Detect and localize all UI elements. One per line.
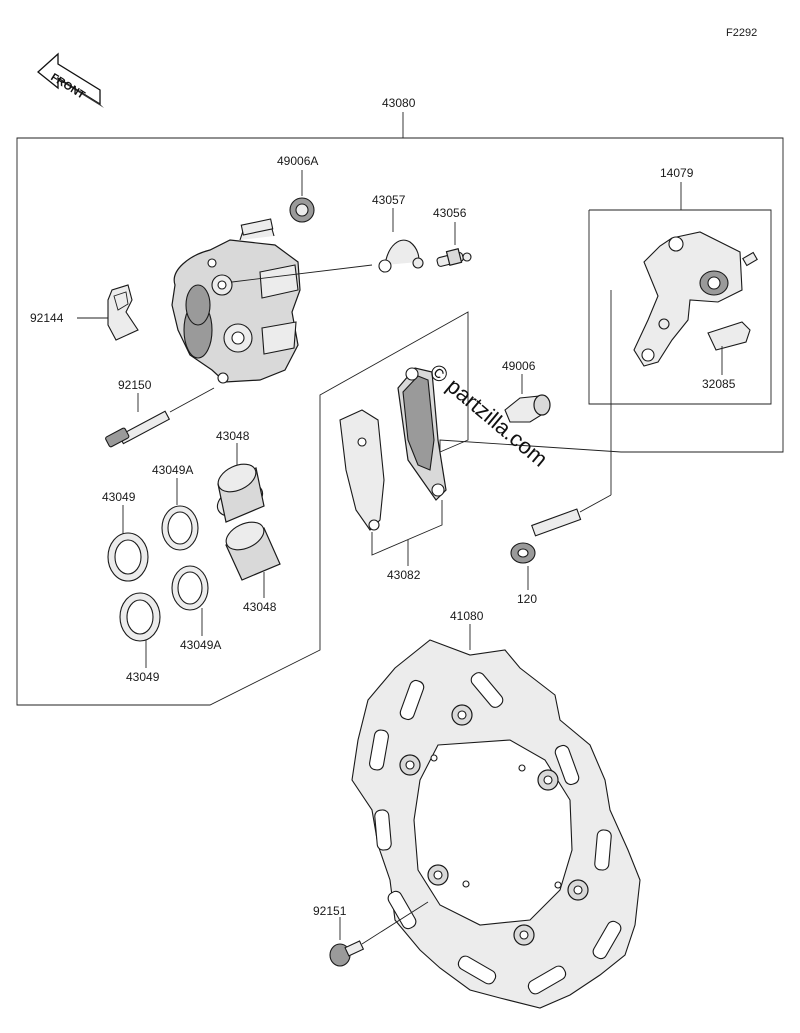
label-bleeder: 43056 [433, 206, 467, 220]
label-piston-seal-cap: 49006A [277, 154, 318, 168]
seal-lower [119, 592, 161, 642]
pin-part [105, 410, 171, 448]
piston-lower [225, 521, 281, 581]
holder-bracket [633, 231, 758, 367]
label-spring: 43057 [372, 193, 406, 207]
label-pad-spring: 92144 [30, 311, 64, 325]
label-piston-lower: 43048 [243, 600, 277, 614]
cap-part [289, 197, 315, 223]
pad-spring-part [107, 284, 139, 341]
seal-upper [107, 532, 149, 582]
label-disc: 41080 [450, 609, 484, 623]
label-clip: 32085 [702, 377, 736, 391]
piston-upper [216, 463, 265, 523]
front-arrow-icon: FRONT [36, 52, 104, 108]
bleeder-part [436, 248, 472, 267]
clip-part [707, 321, 751, 351]
label-piston-upper: 43048 [216, 429, 250, 443]
label-seal-lower: 43049 [126, 670, 160, 684]
label-holder: 14079 [660, 166, 694, 180]
pad-right [397, 367, 447, 501]
diagram-code: F2292 [726, 27, 757, 39]
boot-part [504, 394, 551, 423]
label-seal-a-upper: 43049A [152, 463, 193, 477]
label-assembly: 43080 [382, 96, 416, 110]
pad-left [339, 409, 385, 531]
assembly-outline [16, 112, 784, 706]
holder-outline [588, 182, 772, 405]
brake-disc [351, 639, 641, 1009]
seal-a-upper [161, 505, 199, 551]
label-bolt: 120 [517, 592, 537, 606]
spring-part [378, 239, 424, 273]
caliper-body [171, 218, 301, 384]
label-pad-set: 43082 [387, 568, 421, 582]
label-seal-a-lower: 43049A [180, 638, 221, 652]
disc-bolt-part [329, 940, 365, 967]
bolt-part [510, 508, 582, 564]
label-boot: 49006 [502, 359, 536, 373]
label-pin: 92150 [118, 378, 152, 392]
label-seal-upper: 43049 [102, 490, 136, 504]
seal-a-lower [171, 565, 209, 611]
label-disc-bolt: 92151 [313, 904, 347, 918]
